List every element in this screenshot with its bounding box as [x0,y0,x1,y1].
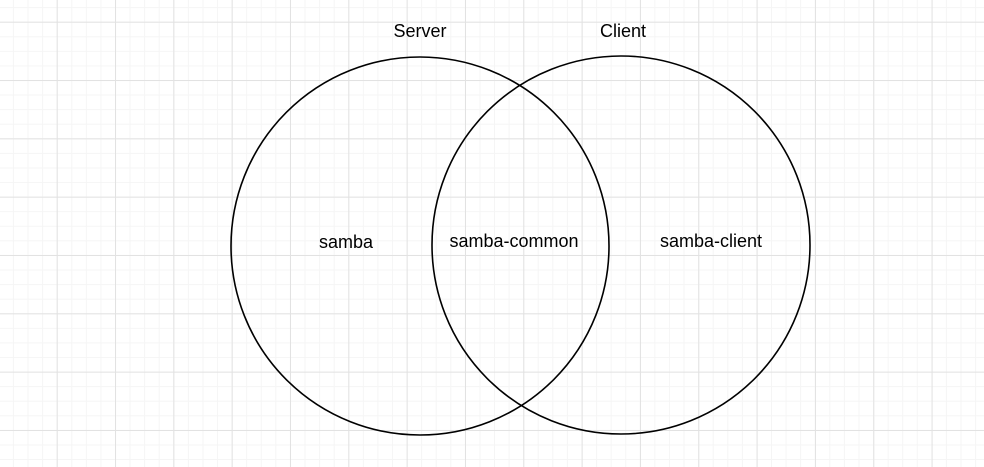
client-circle[interactable] [431,55,811,435]
client-set-label[interactable]: Client [599,21,647,42]
samba-region-label[interactable]: samba [318,232,374,253]
samba-common-region-label[interactable]: samba-common [449,231,579,252]
server-circle[interactable] [230,56,610,436]
server-set-label[interactable]: Server [393,21,447,42]
samba-client-region-label[interactable]: samba-client [659,231,763,252]
